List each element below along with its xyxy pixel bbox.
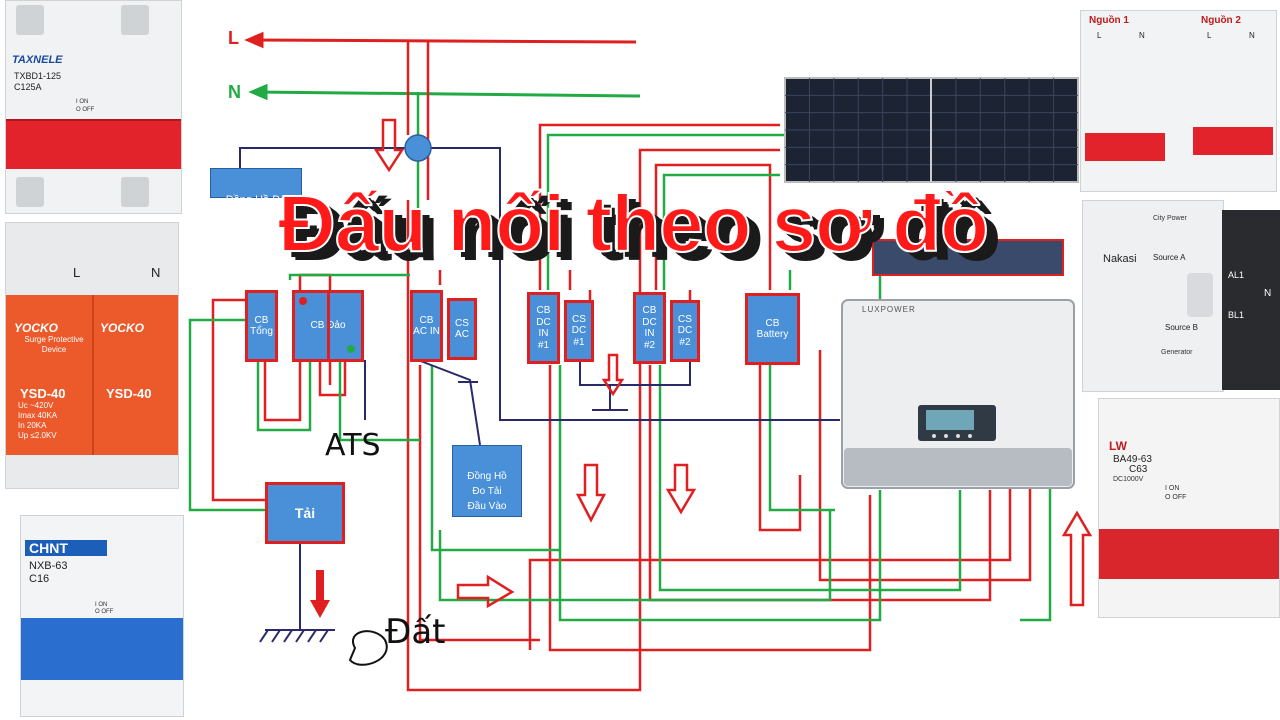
spd-up: Up ≤2.0KV	[18, 431, 57, 440]
ats-breaker-pair: Nguồn 1 Nguồn 2 L N L N	[1080, 10, 1277, 192]
breaker-off-label: O OFF	[76, 107, 95, 113]
cs-dc-2-box: CS DC #2	[670, 300, 700, 362]
ats-generator: Generator	[1161, 349, 1193, 356]
ats-brand: Nakasi	[1103, 253, 1137, 265]
cb-switch-red-dot	[299, 297, 307, 305]
ats-handle-2[interactable]	[1193, 127, 1273, 155]
lw-handle[interactable]	[1099, 529, 1279, 579]
cb-dc-in-1-box: CB DC IN #1	[527, 292, 560, 364]
meter-in-label: Đồng Hồ Đo	[225, 193, 287, 206]
chnt-rating: C16	[29, 573, 50, 585]
breaker-brand: TAXNELE	[12, 54, 63, 66]
panel-label-box	[872, 239, 1064, 276]
cb-switch-divider	[327, 293, 330, 359]
flow-arrow-up	[1061, 510, 1093, 607]
contactor-n: N	[1264, 288, 1272, 299]
meter-load-label: Đồng Hồ Đo Tải Đầu Vào	[467, 471, 507, 512]
grid-live-line	[244, 31, 637, 49]
grid-neutral-label: N	[228, 82, 241, 102]
spd-brand: YOCKO	[14, 321, 59, 335]
flow-arrows	[373, 118, 1093, 609]
ats-city-power: City Power	[1153, 215, 1187, 222]
chnt-brand: CHNT	[25, 540, 107, 556]
breaker-chnt: CHNT NXB-63 C16 I ON O OFF	[20, 515, 184, 717]
ats-source-a: Source A	[1153, 253, 1186, 262]
breaker-model: TXBD1-125	[14, 71, 62, 81]
breaker-lw: LW BA49-63 C63 DC1000V I ON O OFF	[1098, 398, 1280, 618]
cb-switch-green-dot	[347, 345, 355, 353]
inverter-brand: LUXPOWER	[862, 305, 916, 314]
lw-off-label: O OFF	[1165, 494, 1187, 501]
ats-selector-icon[interactable]	[1187, 273, 1213, 317]
ats-controller: City Power Nakasi Source A Source B Gene…	[1082, 200, 1224, 392]
cs-dc-1-box: CS DC #1	[564, 300, 594, 362]
ats-source-2: Nguồn 2	[1201, 15, 1241, 26]
flow-arrow-down-4	[601, 353, 625, 397]
cb-main-box: CB Tổng	[245, 290, 278, 362]
ats-handle-1[interactable]	[1085, 133, 1165, 161]
spd-terminal-l: L	[73, 265, 81, 280]
ats-handwritten-label: ATS	[325, 428, 381, 463]
spd-brand-2: YOCKO	[100, 321, 145, 335]
spd-imax: Imax 40KA	[18, 411, 58, 420]
inverter	[841, 299, 1075, 489]
spd-in: In 20KA	[18, 421, 47, 430]
lw-brand: LW	[1109, 439, 1127, 453]
load-box: Tải	[265, 482, 345, 544]
cb-switch-label: CB Đảo	[310, 320, 346, 332]
cb-battery-box: CB Battery	[745, 293, 800, 365]
cb-ac-in-box: CB AC IN	[410, 290, 443, 362]
contactor: AL1 BL1 N	[1222, 210, 1280, 390]
solar-panel	[784, 77, 1079, 183]
ats-source-b: Source B	[1165, 323, 1198, 332]
spd-model: YSD-40	[20, 386, 66, 401]
earth-symbol	[348, 630, 388, 666]
contactor-a: AL1	[1228, 270, 1245, 280]
cb-dc-in-2-box: CB DC IN #2	[633, 292, 666, 364]
lw-voltage: DC1000V	[1113, 476, 1144, 483]
spd-uc: Uc ~420V	[18, 401, 54, 410]
chnt-on-label: I ON	[95, 602, 108, 608]
grid-neutral-line	[248, 83, 641, 101]
chnt-off-label: O OFF	[95, 609, 114, 615]
ats-l-2: L	[1207, 31, 1212, 40]
surge-protective-device: L N YOCKO Surge Protective Device YSD-40…	[5, 222, 179, 489]
breaker-taxnele: TAXNELE TXBD1-125 C125A I ON O OFF	[5, 0, 182, 214]
flow-arrow-right	[456, 574, 515, 609]
flow-arrow-down-3	[665, 463, 697, 515]
lw-model: BA49-63	[1113, 454, 1152, 465]
chnt-model: NXB-63	[29, 560, 68, 572]
ats-l-1: L	[1097, 31, 1102, 40]
cb-switch-box: CB Đảo	[292, 290, 364, 362]
spd-name: Surge Protective Device	[24, 335, 84, 354]
spd-model-2: YSD-40	[106, 386, 152, 401]
contactor-b: BL1	[1228, 310, 1245, 320]
breaker-rating: C125A	[14, 82, 42, 92]
lw-on-label: I ON	[1165, 485, 1180, 492]
breaker-on-label: I ON	[76, 99, 89, 105]
ats-n-2: N	[1249, 31, 1255, 40]
headline: Đấu nối theo sơ đồ	[277, 178, 990, 269]
flow-arrow-down-2	[575, 463, 607, 523]
meter-in-box: Đồng Hồ Đo	[210, 168, 302, 206]
ct-sensor-circle	[404, 134, 432, 162]
spd-terminal-n: N	[151, 265, 161, 280]
load-label: Tải	[294, 504, 316, 521]
meter-load-box: Đồng Hồ Đo Tải Đầu Vào	[452, 445, 522, 517]
breaker-handle[interactable]	[6, 119, 181, 169]
signal-wires	[239, 147, 840, 643]
chnt-handle[interactable]	[21, 618, 183, 680]
earth-handwritten-label: Đất	[385, 612, 446, 652]
ats-n-1: N	[1139, 31, 1145, 40]
lw-rating: C63	[1129, 464, 1148, 475]
ats-source-1: Nguồn 1	[1089, 15, 1129, 26]
cs-ac-box: CS AC	[447, 298, 477, 360]
flow-arrow-down-1	[373, 118, 405, 173]
flow-arrow-solid	[310, 570, 330, 618]
green-wires	[188, 92, 1052, 622]
grid-live-label: L	[228, 28, 239, 48]
spd-divider	[92, 295, 94, 455]
